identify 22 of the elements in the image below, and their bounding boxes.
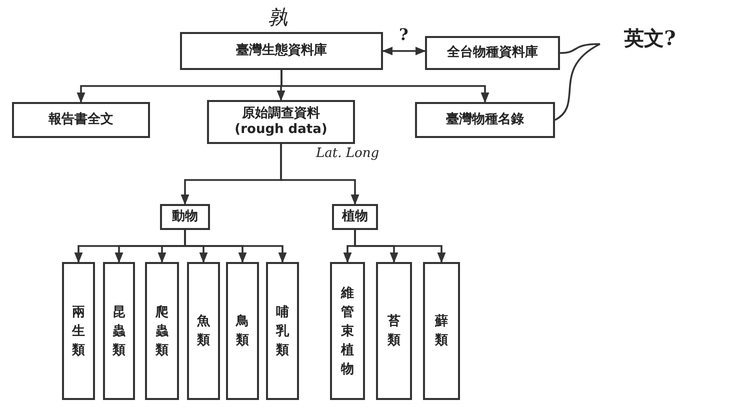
category-box: 植物 [332, 204, 378, 230]
arrow [280, 144, 360, 206]
class-box: 爬蟲類 [145, 262, 179, 400]
arrow [354, 230, 446, 264]
class-box: 苔類 [376, 262, 412, 400]
class-box: 鳥類 [226, 262, 259, 400]
database-box: 臺灣生態資料庫 [180, 32, 383, 70]
arrow [382, 46, 426, 56]
database-box: 全台物種資料庫 [425, 36, 560, 70]
class-box: 蘚類 [423, 262, 460, 400]
class-box: 兩生類 [62, 262, 95, 400]
handwritten-note: 英文? [600, 20, 700, 56]
class-box: 維管束植物 [330, 262, 365, 400]
class-box: 魚類 [187, 262, 220, 400]
class-box: 昆蟲類 [103, 262, 135, 400]
process-box: 報告書全文 [12, 102, 150, 138]
process-box: 臺灣物種名錄 [415, 102, 555, 138]
arrow [280, 70, 490, 104]
class-box: 哺乳類 [266, 262, 299, 400]
process-box: 原始調查資料 (rough data) [207, 100, 355, 144]
category-box: 動物 [160, 204, 210, 230]
handwritten-note: Lat. Long [316, 146, 380, 161]
